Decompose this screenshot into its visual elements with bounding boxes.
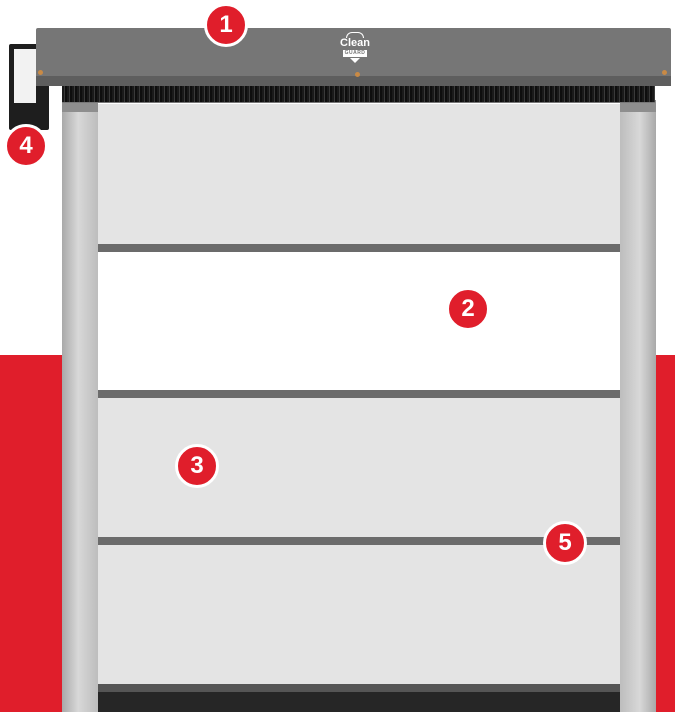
guide-cap-left [62, 100, 98, 112]
housing-screw [662, 70, 667, 75]
marker-4: 4 [4, 124, 48, 168]
side-guide-right [620, 102, 656, 712]
motor-cover [14, 49, 36, 103]
bottom-bar [95, 684, 622, 692]
marker-2: 2 [446, 287, 490, 331]
curtain-stiffener-bar [95, 537, 622, 545]
vision-panel [95, 252, 622, 391]
curtain-stiffener-bar [95, 390, 622, 398]
logo-chevron-icon [350, 58, 360, 63]
housing-screw [355, 72, 360, 77]
housing-screw [38, 70, 43, 75]
marker-3: 3 [175, 444, 219, 488]
logo-icon [346, 32, 364, 38]
clean-guard-logo: Clean GUARD [330, 32, 380, 63]
door-curtain [95, 104, 622, 712]
curtain-stiffener-bar [95, 244, 622, 252]
bottom-seal [95, 692, 622, 712]
marker-5: 5 [543, 521, 587, 565]
marker-1: 1 [204, 3, 248, 47]
brush-seal [62, 86, 655, 103]
side-guide-left [62, 102, 98, 712]
logo-brand: Clean [340, 37, 370, 49]
logo-sub: GUARD [342, 50, 368, 57]
housing-front-lip [36, 76, 671, 86]
guide-cap-right [620, 100, 656, 112]
